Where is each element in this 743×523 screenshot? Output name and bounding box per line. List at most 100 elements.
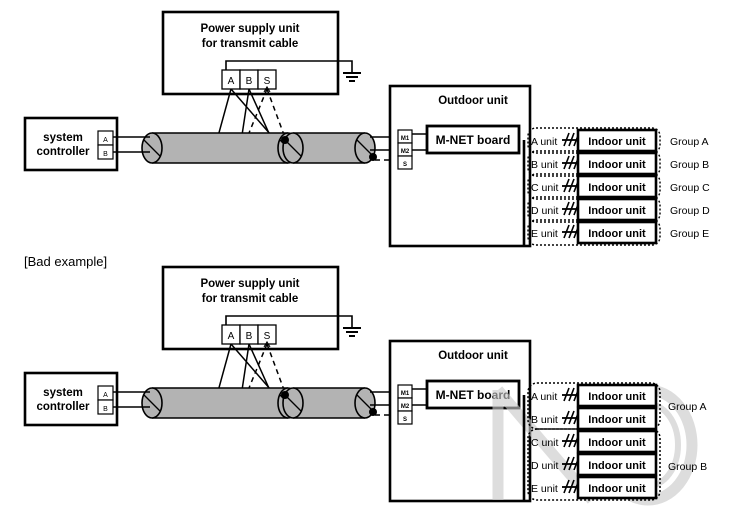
ground-wire-2 [225, 315, 353, 328]
indoor-unit-label-e-2: Indoor unit [588, 483, 646, 495]
indoor-unit-box-e [576, 220, 658, 245]
indoor-unit-box-a-2 [576, 383, 658, 408]
group-outline-bad-a [527, 382, 661, 430]
indoor-unit-label-e: Indoor unit [588, 228, 646, 240]
m-net-board-label-2: M-NET board [436, 388, 511, 402]
group-outline-a [527, 127, 661, 154]
group-outline-b [527, 150, 661, 177]
unit-label-e: E unit [531, 228, 558, 240]
transmission-cable-right-2 [281, 387, 377, 419]
unit-row-d: D unit Indoor unit Group D [527, 196, 710, 223]
transmission-cable-left-2 [141, 387, 300, 419]
good-example-diagram: Power supply unit for transmit cable A B… [23, 10, 710, 248]
m-net-board-label: M-NET board [436, 133, 511, 147]
unit-row-c-2: C unit Indoor unit [531, 429, 658, 454]
psu-terminal-b-label-2: B [246, 331, 253, 342]
power-supply-title-line1: Power supply unit [200, 23, 299, 35]
unit-label-d: D unit [531, 205, 559, 217]
outdoor-terminal-m1-label: M1 [401, 136, 410, 142]
outdoor-terminal-block-2: M1 M2 S [397, 384, 413, 425]
outdoor-unit-title: Outdoor unit [438, 95, 508, 107]
power-supply-title-line2-2: for transmit cable [202, 293, 299, 305]
indoor-unit-box-d-2 [576, 452, 658, 477]
outdoor-terminal-block: M1 M2 S [397, 129, 413, 170]
unit-label-d-2: D unit [531, 460, 559, 472]
unit-label-c: C unit [531, 182, 559, 194]
group-outline-c [527, 173, 661, 200]
indoor-unit-label-b: Indoor unit [588, 159, 646, 171]
indoor-unit-label-a-2: Indoor unit [588, 391, 646, 403]
indoor-unit-label-d: Indoor unit [588, 205, 646, 217]
system-controller-terminal-block: A B [97, 130, 114, 160]
outdoor-terminal-s-label: S [403, 162, 407, 168]
outdoor-terminal-m1-label-2: M1 [401, 391, 410, 397]
unit-label-e-2: E unit [531, 483, 558, 495]
outdoor-terminal-m2-label-2: M2 [401, 404, 410, 410]
indoor-unit-box-e-2 [576, 475, 658, 500]
unit-row-a-2: A unit Indoor unit [531, 383, 658, 408]
outdoor-unit-box [388, 84, 532, 248]
unit-row-c: C unit Indoor unit Group C [527, 173, 710, 200]
power-supply-title-line1-2: Power supply unit [200, 278, 299, 290]
psu-terminal-s-label: S [264, 76, 271, 87]
transmission-cable-right [281, 132, 377, 164]
outdoor-terminal-s-label-2: S [403, 417, 407, 423]
indoor-unit-label-c-2: Indoor unit [588, 437, 646, 449]
group-outline-d [527, 196, 661, 223]
outdoor-terminal-s-2[interactable] [397, 410, 413, 425]
unit-row-d-2: D unit Indoor unit [531, 452, 658, 477]
sc-terminal-b-label: B [103, 151, 108, 158]
indoor-unit-label-a: Indoor unit [588, 136, 646, 148]
outdoor-unit-box-2 [388, 339, 532, 503]
unit-label-a: A unit [531, 136, 557, 148]
group-label-bad-b: Group B [668, 461, 707, 473]
transmission-cable-left [141, 132, 300, 164]
ground-wire [225, 60, 353, 73]
group-label-bad-a: Group A [668, 401, 707, 413]
outdoor-terminal-s[interactable] [397, 155, 413, 170]
psu-terminal-b-label: B [246, 76, 253, 87]
group-outline-e [527, 219, 661, 246]
indoor-unit-box-c-2 [576, 429, 658, 454]
bad-example-label: [Bad example] [24, 254, 107, 269]
system-controller-title-line2: controller [36, 146, 90, 158]
group-label-e: Group E [670, 228, 709, 240]
outdoor-terminal-m2-label: M2 [401, 149, 410, 155]
indoor-unit-label-d-2: Indoor unit [588, 460, 646, 472]
sc-terminal-a-label-2: A [103, 392, 108, 399]
system-controller-box-2 [23, 371, 119, 427]
unit-row-e: E unit Indoor unit Group E [527, 219, 709, 246]
sc-terminal-b-label-2: B [103, 406, 108, 413]
unit-label-b-2: B unit [531, 414, 558, 426]
system-controller-title-line1: system [43, 132, 83, 144]
system-controller-title-line2-2: controller [36, 401, 90, 413]
system-controller-terminal-block-2: A B [97, 385, 114, 415]
outdoor-unit-title-2: Outdoor unit [438, 350, 508, 362]
power-supply-title-line2: for transmit cable [202, 38, 299, 50]
sc-terminal-a-label: A [103, 137, 108, 144]
unit-label-c-2: C unit [531, 437, 559, 449]
indoor-unit-label-b-2: Indoor unit [588, 414, 646, 426]
bad-example-diagram: Power supply unit for transmit cable A B… [23, 265, 707, 506]
earth-ground-icon [343, 72, 361, 82]
unit-row-e-2: E unit Indoor unit [531, 475, 658, 500]
system-controller-title-line1-2: system [43, 387, 83, 399]
psu-terminal-s-label-2: S [264, 331, 271, 342]
indoor-unit-box-b-2 [576, 406, 658, 431]
group-label-b: Group B [670, 159, 709, 171]
psu-terminal-block-2: A B S [221, 324, 277, 345]
earth-ground-icon-2 [343, 327, 361, 337]
psu-terminal-block: A B S [221, 69, 277, 90]
unit-label-a-2: A unit [531, 391, 557, 403]
unit-row-b-2: B unit Indoor unit [531, 406, 658, 431]
psu-terminal-a-label: A [228, 76, 235, 87]
unit-label-b: B unit [531, 159, 558, 171]
m-net-board [425, 124, 521, 155]
group-label-a: Group A [670, 136, 709, 148]
unit-row-b: B unit Indoor unit Group B [527, 150, 709, 177]
group-label-d: Group D [670, 205, 710, 217]
psu-terminal-a-label-2: A [228, 331, 235, 342]
group-label-c: Group C [670, 182, 710, 194]
